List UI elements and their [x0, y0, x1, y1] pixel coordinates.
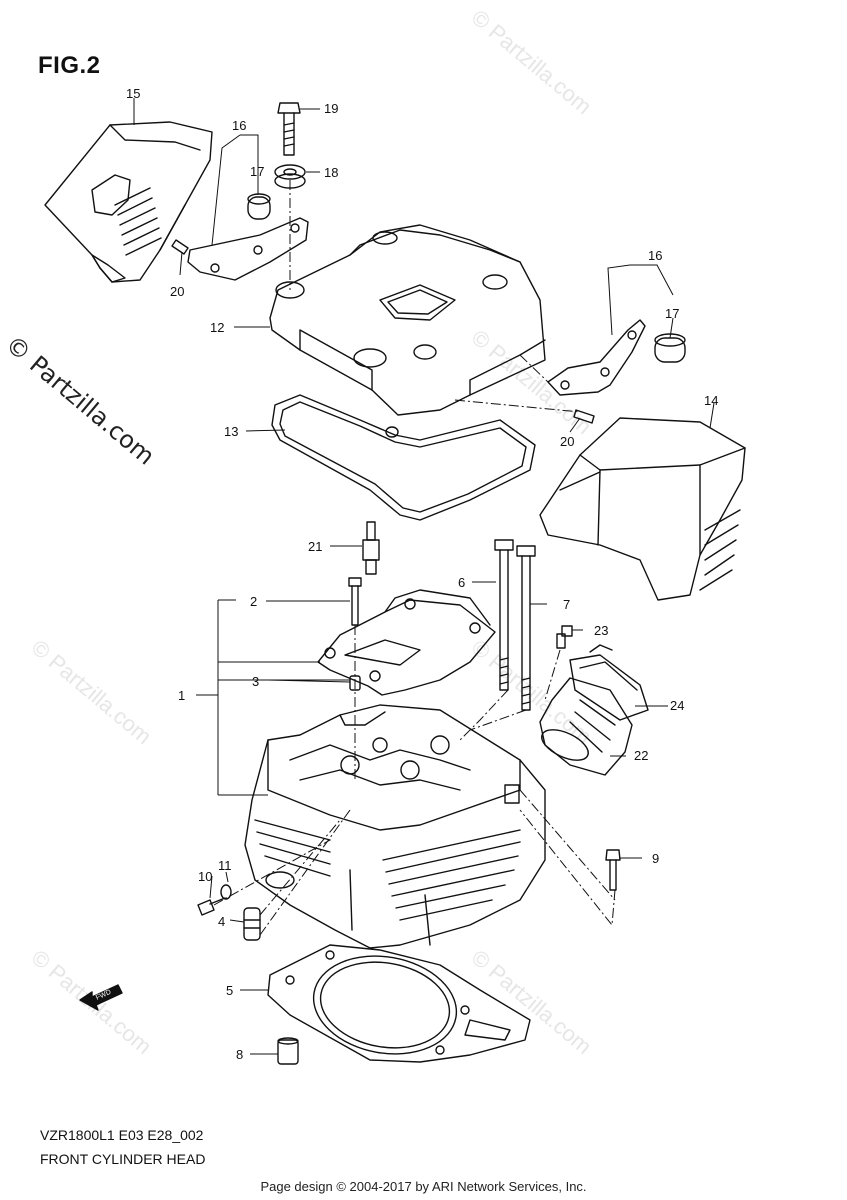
part-21-spark-plug — [362, 521, 380, 575]
watermark-tile: © Partzilla.com — [27, 635, 157, 749]
callout-16: 16 — [648, 248, 662, 263]
callout-24: 24 — [670, 698, 684, 713]
part-2-bolt — [348, 577, 362, 626]
callout-17: 17 — [665, 306, 679, 321]
callout-7: 7 — [563, 597, 570, 612]
callout-12: 12 — [210, 320, 224, 335]
callout-11: 11 — [218, 858, 232, 873]
watermark-tile: © Partzilla.com — [467, 5, 597, 119]
callout-10: 10 — [198, 869, 212, 884]
part-16-bracket-left — [171, 193, 309, 281]
part-15-side-cover — [44, 121, 213, 283]
part-14-side-cover — [539, 417, 746, 601]
part-19-bolt — [277, 102, 301, 156]
callout-20: 20 — [170, 284, 184, 299]
callout-18: 18 — [324, 165, 338, 180]
part-5-cylinder-gasket — [267, 944, 531, 1063]
tiled-watermarks: © Partzilla.com © Partzilla.com © Partzi… — [27, 5, 597, 1059]
part-22-intake-pipe — [539, 677, 633, 776]
part-24-clamp — [569, 644, 649, 721]
leader-lines — [133, 98, 715, 1055]
callout-20: 20 — [560, 434, 574, 449]
part-11-washer — [220, 884, 232, 900]
part-6-stud-bolt — [494, 539, 514, 691]
callout-3: 3 — [252, 674, 259, 689]
callout-5: 5 — [226, 983, 233, 998]
callout-14: 14 — [704, 393, 718, 408]
part-23-screw — [556, 625, 573, 649]
model-code: VZR1800L1 E03 E28_002 — [40, 1127, 204, 1143]
fwd-arrow-icon — [79, 984, 123, 1011]
callout-1: 1 — [178, 688, 185, 703]
callout-8: 8 — [236, 1047, 243, 1062]
part-12-head-cover — [269, 224, 546, 416]
callout-labels: 15 16 17 19 18 20 12 16 17 14 13 20 21 6… — [126, 86, 718, 1062]
callout-4: 4 — [218, 914, 225, 929]
part-8-dowel — [277, 1037, 299, 1065]
part-9-bolt — [605, 849, 621, 891]
callout-9: 9 — [652, 851, 659, 866]
part-1-camshaft-holder — [317, 589, 496, 696]
figure-title: FIG.2 — [38, 52, 101, 79]
callout-17: 17 — [250, 164, 264, 179]
part-16-bracket-right — [547, 319, 686, 424]
callout-22: 22 — [634, 748, 648, 763]
callout-6: 6 — [458, 575, 465, 590]
part-4-valve-guide — [243, 907, 261, 941]
watermark-tile: © Partzilla.com — [467, 945, 597, 1059]
callout-13: 13 — [224, 424, 238, 439]
part-13-gasket — [271, 394, 536, 521]
part-10-bolt — [197, 897, 226, 916]
cylinder-head — [244, 704, 546, 949]
callout-16: 16 — [232, 118, 246, 133]
page-footer: Page design © 2004-2017 by ARI Network S… — [260, 1179, 587, 1194]
callout-21: 21 — [308, 539, 322, 554]
callout-15: 15 — [126, 86, 140, 101]
callout-2: 2 — [250, 594, 257, 609]
section-name: FRONT CYLINDER HEAD — [40, 1151, 206, 1167]
alignment-lines — [213, 180, 616, 936]
callout-19: 19 — [324, 101, 338, 116]
callout-23: 23 — [594, 623, 608, 638]
